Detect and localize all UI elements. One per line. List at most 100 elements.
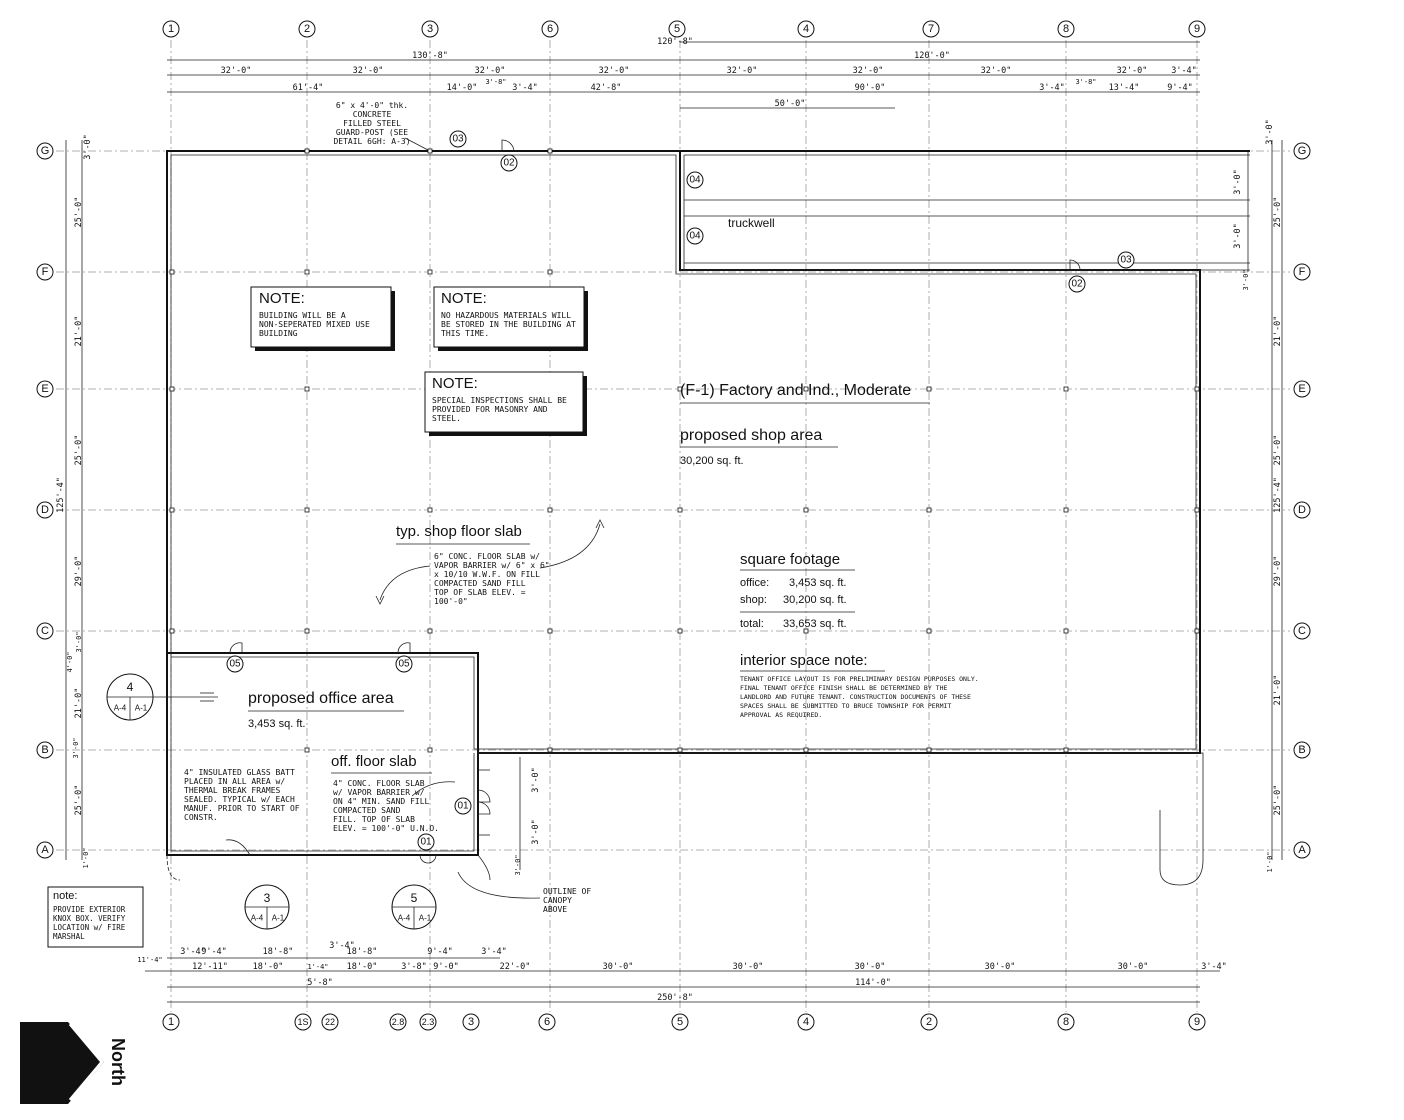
svg-text:VAPOR BARRIER w/ 6" x 6": VAPOR BARRIER w/ 6" x 6" [434,561,550,570]
svg-text:25'-0": 25'-0" [74,197,84,228]
svg-text:13'-4": 13'-4" [1109,83,1140,93]
svg-text:STEEL.: STEEL. [432,414,461,423]
svg-text:30'-0": 30'-0" [855,962,886,972]
svg-text:4" CONC. FLOOR SLAB: 4" CONC. FLOOR SLAB [333,779,425,788]
svg-text:8: 8 [1063,23,1069,35]
row-grid-bubbles-right: G F E D C B A [1293,142,1311,859]
svg-text:MANUF. PRIOR TO START OF: MANUF. PRIOR TO START OF [184,804,300,813]
svg-text:3'-4": 3'-4" [1171,66,1197,76]
svg-text:NOTE:: NOTE: [432,375,478,392]
svg-text:interior space note:: interior space note: [740,652,868,669]
dimensions-top: 130'-8" 120'-8" 120'-0" 32'-0" 32'-0" 32… [167,37,1200,109]
svg-text:25'-0": 25'-0" [1273,435,1283,466]
svg-text:A-4: A-4 [398,914,411,923]
svg-text:1'-4": 1'-4" [307,963,328,971]
note-special-inspections: NOTE: SPECIAL INSPECTIONS SHALL BE PROVI… [424,371,587,436]
svg-text:4" INSULATED GLASS BATT: 4" INSULATED GLASS BATT [184,768,295,777]
dimensions-office-side: 3'-0" 3'-0" 3'-0" [514,757,541,876]
svg-text:E: E [41,383,48,395]
svg-text:FILL. TOP OF SLAB: FILL. TOP OF SLAB [333,815,415,824]
svg-text:2.3: 2.3 [422,1017,435,1027]
door-swings [229,139,1081,864]
svg-text:C: C [41,625,49,637]
svg-text:11'-4": 11'-4" [137,956,162,964]
svg-text:BUILDING: BUILDING [259,329,298,338]
svg-text:01: 01 [420,837,432,848]
svg-text:29'-0": 29'-0" [1273,556,1283,587]
svg-text:off. floor slab: off. floor slab [331,753,417,770]
svg-text:KNOX BOX. VERIFY: KNOX BOX. VERIFY [53,914,126,923]
door-tags: 01 01 02 02 03 03 04 04 05 05 [226,130,1135,851]
svg-text:22'-0": 22'-0" [500,962,531,972]
svg-text:9'-4": 9'-4" [1167,83,1193,93]
svg-text:18'-0": 18'-0" [347,962,378,972]
svg-text:32'-0": 32'-0" [353,66,384,76]
svg-text:9'-4": 9'-4" [201,947,227,957]
svg-text:1: 1 [168,23,174,35]
svg-text:3'-0": 3'-0" [83,134,93,160]
dimensions-bottom: 3'-4" 9'-4" 18'-8" 3'-4" 18'-8" 9'-4" 3'… [137,941,1226,1003]
svg-text:6: 6 [547,23,553,35]
column-grid-lines [170,40,1198,1012]
svg-text:9'-0": 9'-0" [433,962,459,972]
svg-text:proposed office area: proposed office area [248,690,394,707]
svg-text:COMPACTED SAND: COMPACTED SAND [333,806,401,815]
svg-text:office:: office: [740,577,769,589]
svg-text:FINAL TENANT OFFICE FINISH SHA: FINAL TENANT OFFICE FINISH SHALL BE DETE… [740,684,947,692]
truckwell-label: truckwell [728,216,775,230]
svg-text:NOTE:: NOTE: [259,290,305,307]
svg-text:CANOPY: CANOPY [543,896,572,905]
svg-text:4'-0": 4'-0" [66,651,74,672]
svg-text:3'-8": 3'-8" [401,962,427,972]
interior-space-note: interior space note: TENANT OFFICE LAYOU… [740,652,979,719]
note-hazardous: NOTE: NO HAZARDOUS MATERIALS WILL BE STO… [433,286,588,351]
svg-text:32'-0": 32'-0" [599,66,630,76]
svg-text:CONCRETE: CONCRETE [353,110,392,119]
insulation-note: 4" INSULATED GLASS BATT PLACED IN ALL AR… [184,768,300,856]
svg-text:3: 3 [427,23,433,35]
svg-text:BE STORED IN THE BUILDING AT: BE STORED IN THE BUILDING AT [441,320,576,329]
svg-text:TOP OF SLAB ELEV. =: TOP OF SLAB ELEV. = [434,588,526,597]
svg-text:21'-0": 21'-0" [1273,675,1283,706]
svg-text:125'-4": 125'-4" [1273,477,1283,513]
svg-text:GUARD-POST (SEE: GUARD-POST (SEE [336,128,408,137]
svg-text:D: D [41,504,49,516]
svg-text:5'-8": 5'-8" [307,978,333,988]
svg-text:THERMAL BREAK FRAMES: THERMAL BREAK FRAMES [184,786,281,795]
svg-text:A-1: A-1 [272,914,285,923]
svg-text:12'-11": 12'-11" [192,962,228,972]
svg-text:25'-0": 25'-0" [1273,785,1283,816]
svg-text:note:: note: [53,890,77,902]
svg-text:01: 01 [457,801,469,812]
svg-text:250'-8": 250'-8" [657,993,693,1003]
svg-text:32'-0": 32'-0" [981,66,1012,76]
svg-text:3'-0": 3'-0" [72,737,80,758]
svg-text:05: 05 [398,659,410,670]
svg-text:02: 02 [503,158,515,169]
svg-text:PROVIDED FOR MASONRY AND: PROVIDED FOR MASONRY AND [432,405,548,414]
svg-text:61'-4": 61'-4" [293,83,324,93]
svg-text:3'-0": 3'-0" [75,631,83,652]
svg-text:CONSTR.: CONSTR. [184,813,218,822]
svg-text:3'-4": 3'-4" [1039,83,1065,93]
svg-text:3: 3 [468,1016,474,1028]
svg-text:PLACED IN ALL AREA w/: PLACED IN ALL AREA w/ [184,777,285,786]
svg-text:130'-8": 130'-8" [412,51,448,61]
svg-text:21'-0": 21'-0" [74,688,84,719]
note-mixed-use: NOTE: BUILDING WILL BE A NON-SEPERATED M… [250,286,395,351]
svg-text:30'-0": 30'-0" [733,962,764,972]
svg-text:APPROVAL AS REQUIRED.: APPROVAL AS REQUIRED. [740,711,822,719]
svg-text:2: 2 [926,1016,932,1028]
svg-text:5: 5 [677,1016,683,1028]
svg-text:50'-0": 50'-0" [775,99,806,109]
svg-text:7: 7 [928,23,934,35]
svg-text:3'-0": 3'-0" [1265,119,1275,145]
svg-text:NOTE:: NOTE: [441,290,487,307]
svg-text:B: B [41,744,48,756]
svg-text:32'-0": 32'-0" [221,66,252,76]
svg-text:3'-0": 3'-0" [1242,269,1250,290]
svg-text:proposed shop area: proposed shop area [680,427,822,444]
svg-text:SPACES SHALL BE SUBMITTED TO B: SPACES SHALL BE SUBMITTED TO BRUCE TOWNS… [740,702,951,710]
svg-text:90'-0": 90'-0" [855,83,886,93]
svg-text:PROVIDE EXTERIOR: PROVIDE EXTERIOR [53,905,126,914]
